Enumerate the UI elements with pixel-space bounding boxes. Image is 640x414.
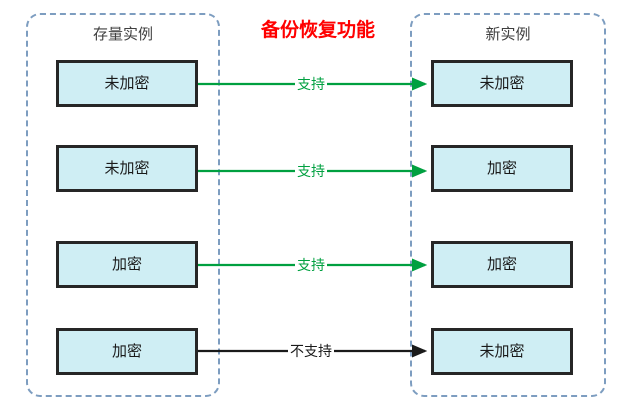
node-source-row-1[interactable]: 未加密	[56, 60, 198, 107]
group-new-instances-title: 新实例	[485, 26, 531, 43]
edge-label-row-2: 支持	[295, 162, 327, 180]
backup-restore-feature-title: 备份恢复功能	[260, 20, 375, 41]
node-source-row-4[interactable]: 加密	[56, 328, 198, 375]
node-source-row-2[interactable]: 未加密	[56, 145, 198, 192]
edge-label-row-1: 支持	[295, 75, 327, 93]
group-existing-instances-title: 存量实例	[92, 26, 153, 43]
node-target-row-2[interactable]: 加密	[431, 145, 573, 192]
edge-label-row-3: 支持	[295, 256, 327, 274]
group-existing-instances: 存量实例	[26, 13, 220, 397]
group-new-instances: 新实例	[410, 13, 606, 397]
node-target-row-4[interactable]: 未加密	[431, 328, 573, 375]
node-source-row-3[interactable]: 加密	[56, 241, 198, 288]
node-target-row-3[interactable]: 加密	[431, 241, 573, 288]
node-target-row-1[interactable]: 未加密	[431, 60, 573, 107]
edge-label-row-4: 不支持	[288, 342, 334, 360]
